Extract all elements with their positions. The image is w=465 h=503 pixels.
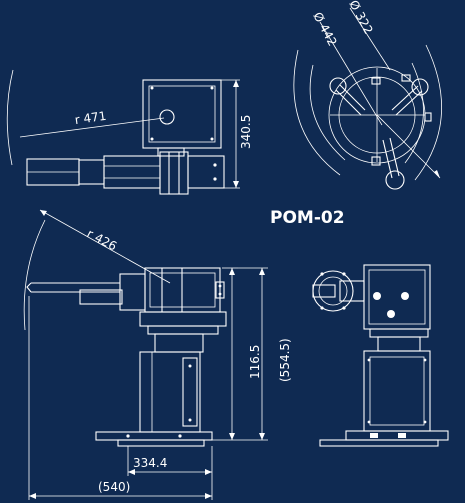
- top-view: r 471 340.5: [6, 69, 253, 195]
- plan-view: Ø 442 Ø 322: [293, 0, 442, 190]
- side-view-base: [345, 430, 449, 441]
- plan-outer-diameter: Ø 442: [310, 10, 339, 49]
- top-radius-label: r 471: [74, 109, 107, 127]
- front-height-label: 116.5: [248, 345, 262, 379]
- front-radius-label: r 426: [85, 226, 120, 253]
- side-view: [312, 264, 449, 447]
- front-view: r 426 116.5: [23, 209, 292, 500]
- front-total-height-label: (554.5): [278, 338, 292, 382]
- front-view-base: [95, 431, 213, 441]
- top-view-head: [142, 79, 222, 149]
- plan-inner-diameter: Ø 322: [346, 0, 375, 36]
- top-view-sweep-arc: [6, 69, 14, 166]
- side-view-column: [363, 350, 431, 432]
- top-height-label: 340.5: [239, 115, 253, 149]
- front-view-sweep-arc: [23, 219, 46, 331]
- front-base-width-label: 334.4: [133, 456, 167, 470]
- model-title: POM-02: [270, 208, 345, 228]
- front-total-width-label: (540): [98, 480, 130, 494]
